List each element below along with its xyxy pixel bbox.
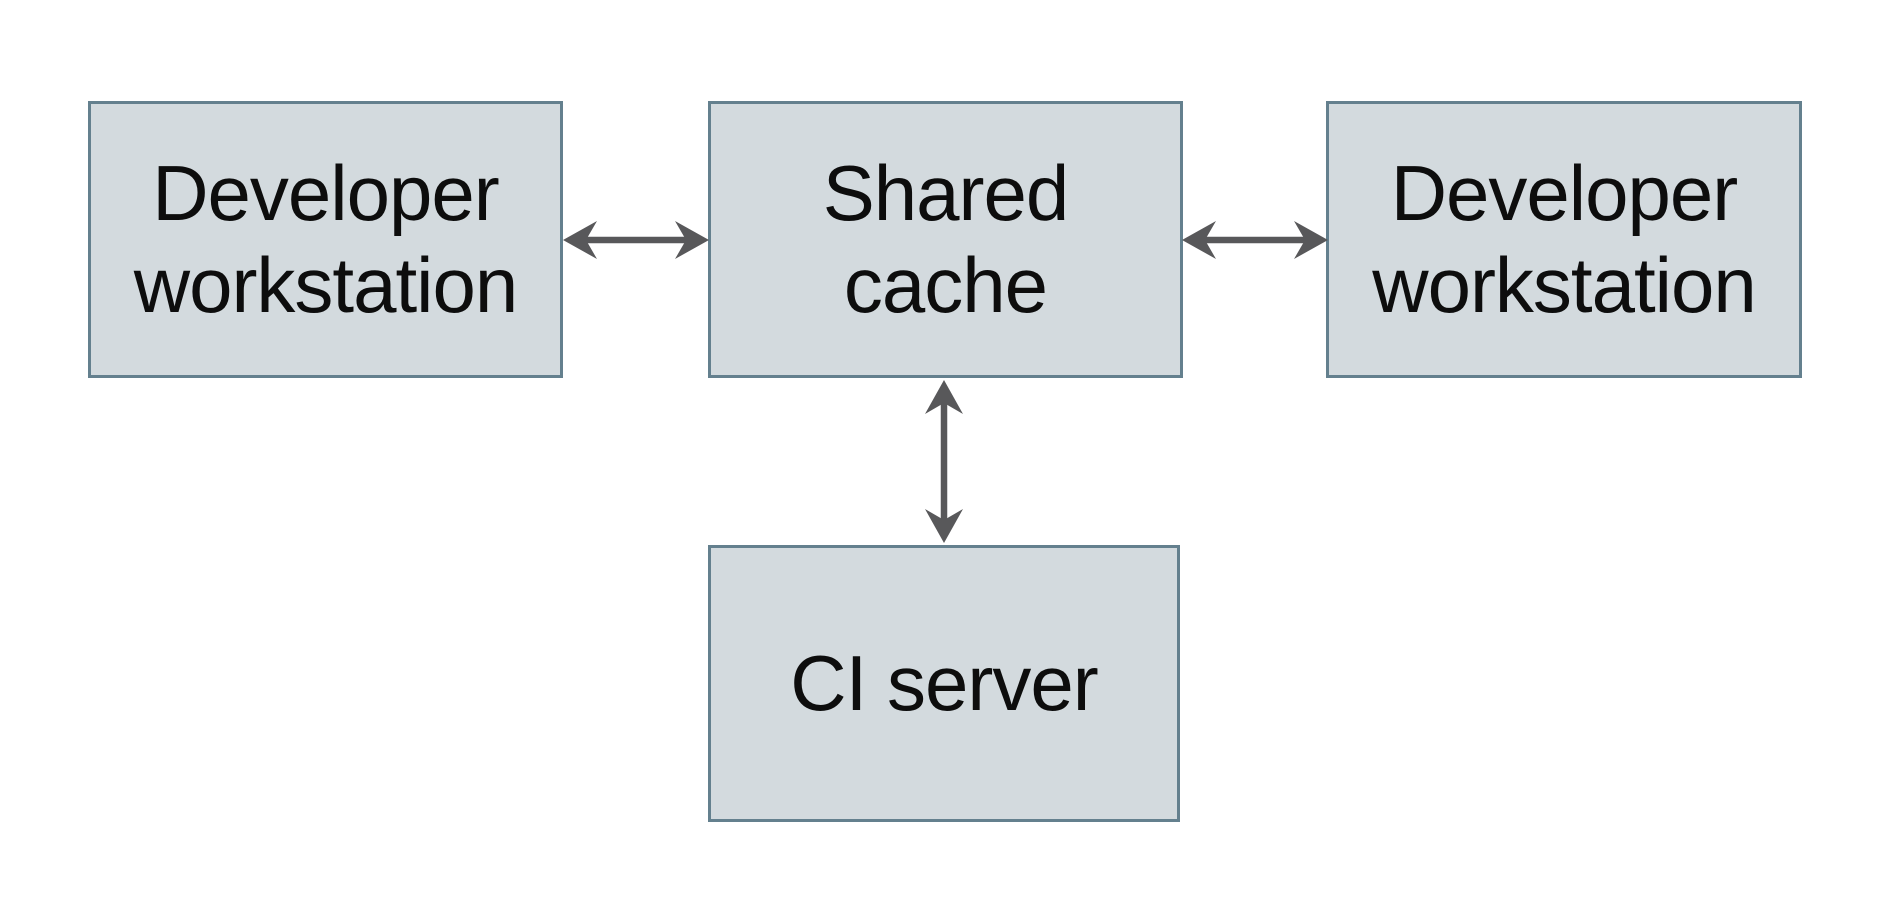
node-label-developer-workstation-right: Developer workstation — [1372, 148, 1756, 331]
label-line: Developer — [152, 149, 500, 238]
node-label-shared-cache: Shared cache — [822, 148, 1070, 331]
node-shared-cache: Shared cache — [708, 101, 1183, 378]
label-line: CI server — [790, 638, 1098, 727]
node-developer-workstation-right: Developer workstation — [1326, 101, 1802, 378]
label-line: Developer — [1390, 149, 1739, 238]
label-line: cache — [843, 240, 1048, 329]
node-ci-server: CI server — [708, 545, 1180, 822]
arrow-dev-left-shared-cache — [562, 214, 710, 266]
label-line: workstation — [1372, 240, 1756, 329]
node-label-ci-server: CI server — [790, 638, 1098, 729]
double-arrow-vertical-icon — [925, 380, 963, 543]
arrow-shared-cache-dev-right — [1181, 214, 1329, 266]
label-line: Shared — [822, 149, 1070, 238]
arrow-shared-cache-ci-server — [918, 379, 970, 544]
label-line: workstation — [133, 240, 518, 329]
node-label-developer-workstation-left: Developer workstation — [134, 148, 518, 331]
double-arrow-horizontal-icon — [1182, 221, 1328, 259]
double-arrow-horizontal-icon — [563, 221, 709, 259]
node-developer-workstation-left: Developer workstation — [88, 101, 563, 378]
